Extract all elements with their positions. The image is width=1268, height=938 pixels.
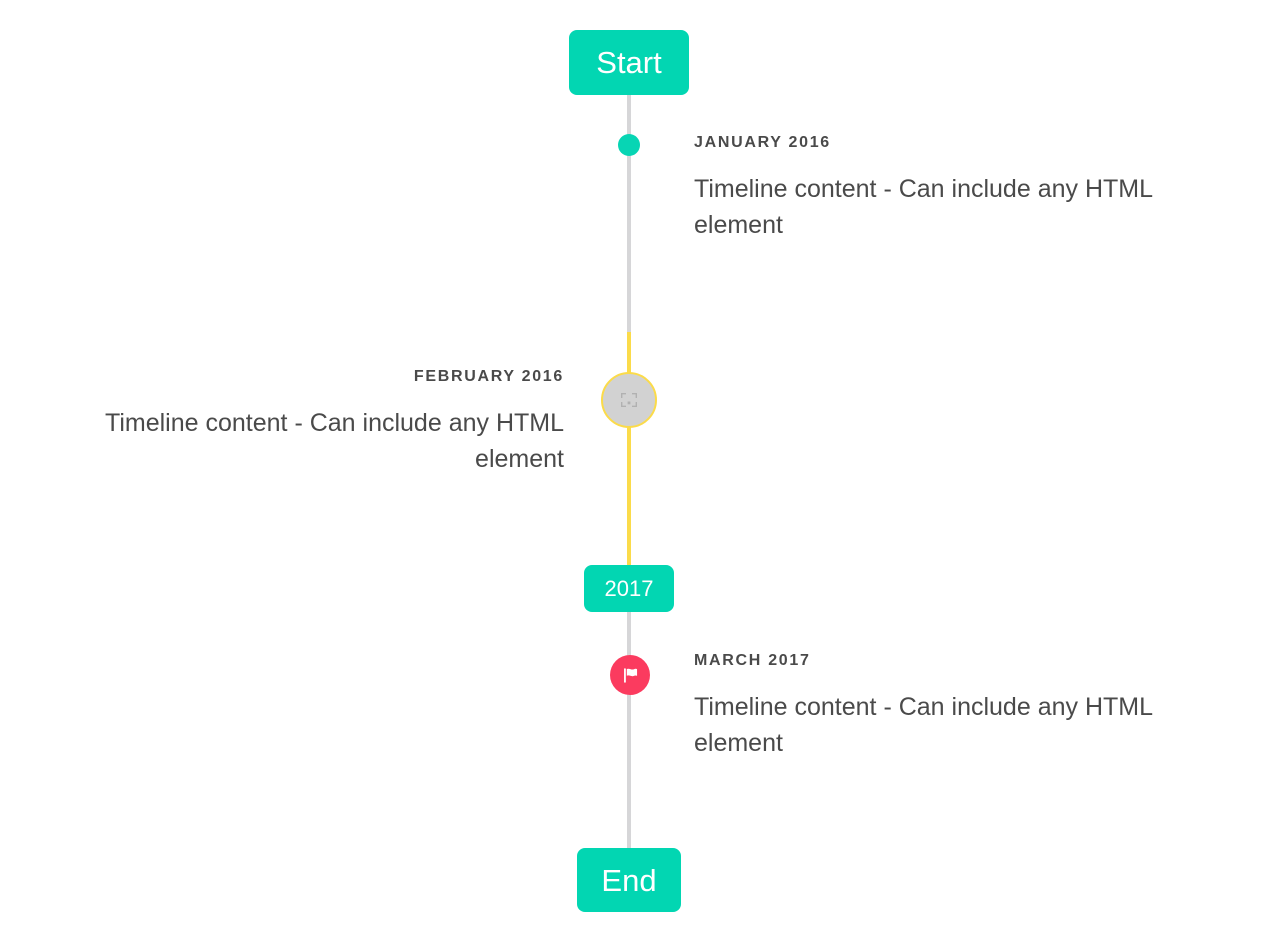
timeline-end-badge[interactable]: End	[577, 848, 681, 912]
timeline-entry-february-2016: FEBRUARY 2016 Timeline content - Can inc…	[34, 368, 564, 477]
dot-icon[interactable]	[618, 134, 640, 156]
timeline-entry-date: FEBRUARY 2016	[413, 368, 564, 385]
timeline-entry-january-2016: JANUARY 2016 Timeline content - Can incl…	[694, 134, 1234, 243]
timeline-entry-body: Timeline content - Can include any HTML …	[105, 409, 564, 473]
timeline-entry-body: Timeline content - Can include any HTML …	[694, 693, 1153, 757]
timeline-entry-date: MARCH 2017	[694, 652, 811, 669]
timeline-entry-date: JANUARY 2016	[694, 134, 831, 151]
timeline-start-badge[interactable]: Start	[569, 30, 689, 95]
broken-image-glyph	[621, 393, 637, 407]
timeline-rail-segment-top	[627, 94, 631, 334]
timeline-year-badge[interactable]: 2017	[584, 565, 674, 612]
timeline-entry-body: Timeline content - Can include any HTML …	[694, 175, 1153, 239]
broken-image-icon[interactable]	[601, 372, 657, 428]
timeline-entry-march-2017: MARCH 2017 Timeline content - Can includ…	[694, 652, 1234, 761]
flag-icon[interactable]	[610, 655, 650, 695]
flag-glyph	[623, 667, 637, 683]
timeline-rail-segment-bottom	[627, 612, 631, 850]
timeline-rail-segment-highlight	[627, 332, 631, 568]
